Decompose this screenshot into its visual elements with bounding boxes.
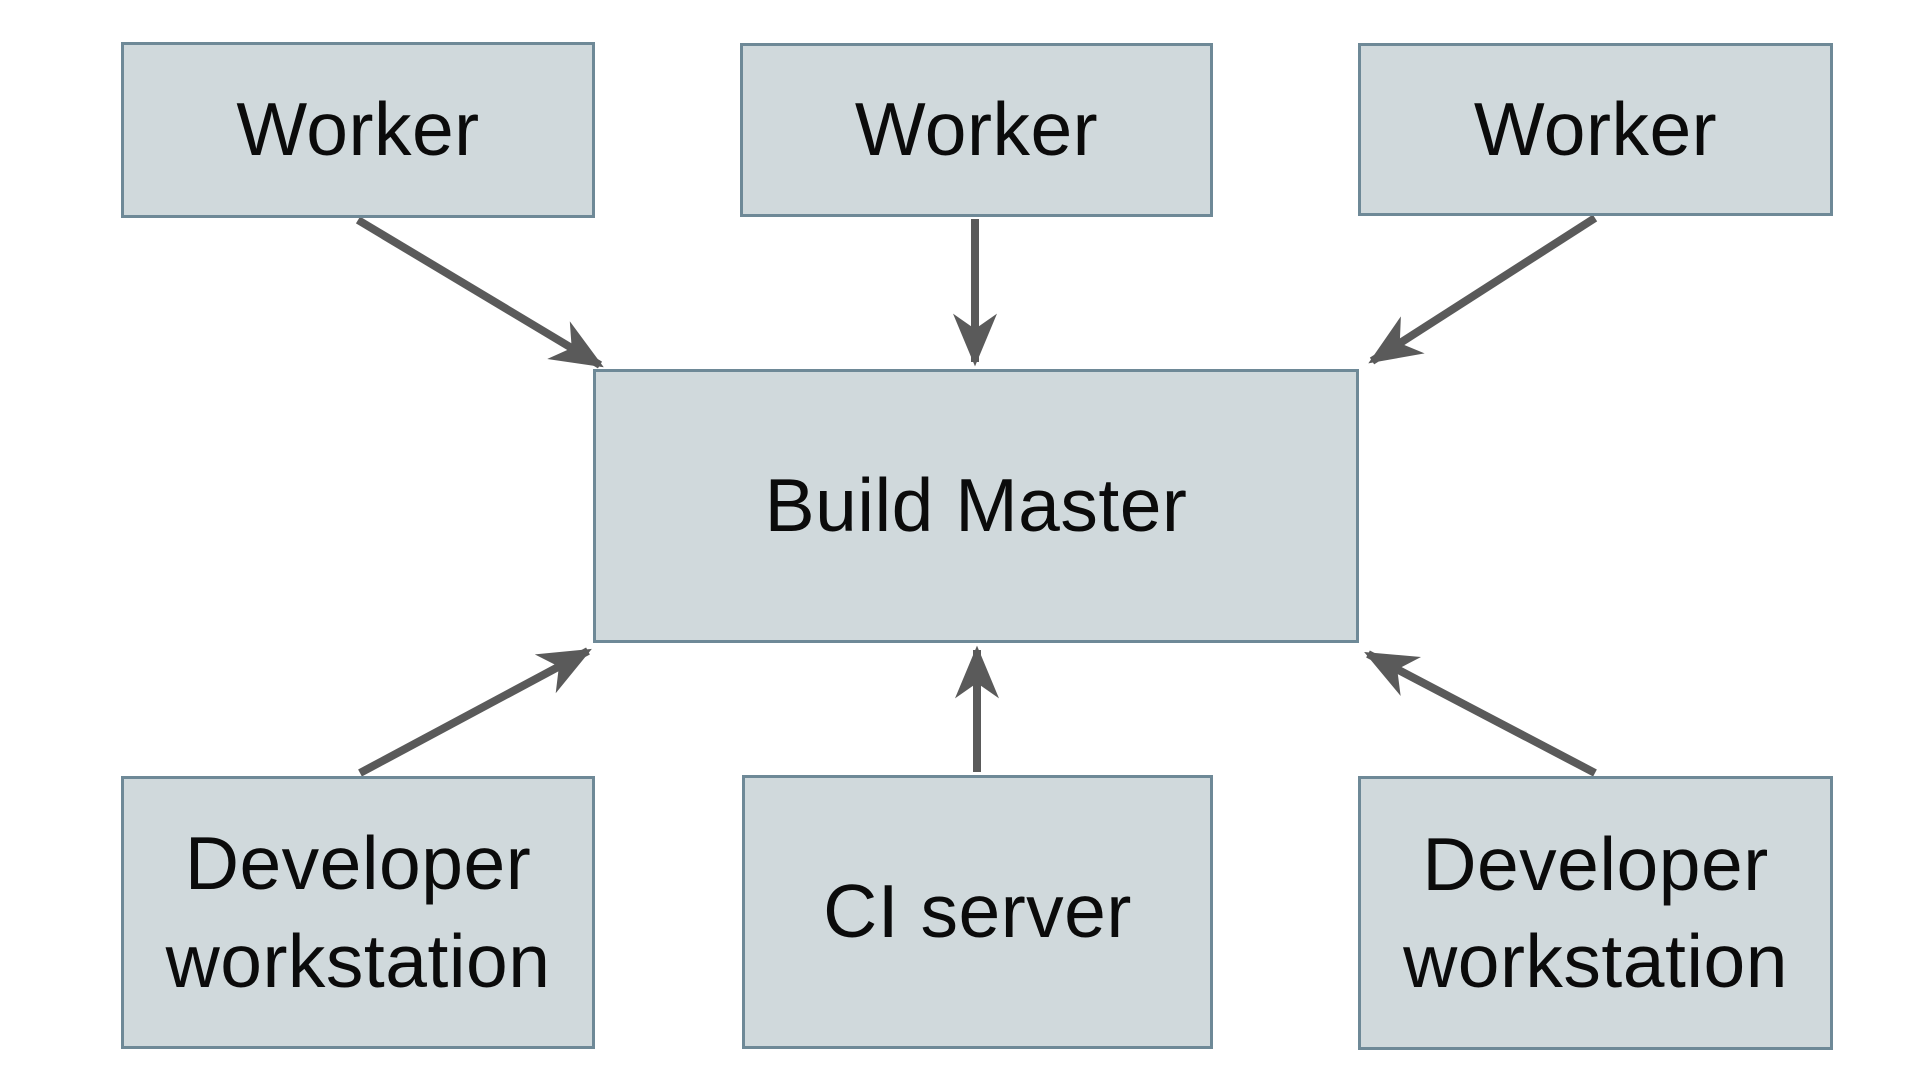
node-ci-server: CI server bbox=[742, 775, 1213, 1049]
node-label-worker-3: Worker bbox=[1473, 86, 1718, 171]
node-developer-workstation-right: Developer workstation bbox=[1358, 776, 1833, 1050]
node-label-worker-2: Worker bbox=[854, 87, 1099, 172]
node-worker-2: Worker bbox=[740, 43, 1213, 217]
node-label-ci-server: CI server bbox=[823, 869, 1132, 954]
node-worker-1: Worker bbox=[121, 42, 595, 218]
node-label-worker-1: Worker bbox=[236, 87, 480, 172]
arrow-worker-3-to-build-master bbox=[1368, 214, 1598, 365]
node-label-developer-workstation-left: Developer workstation bbox=[165, 821, 551, 1003]
node-developer-workstation-left: Developer workstation bbox=[121, 776, 595, 1049]
node-worker-3: Worker bbox=[1358, 43, 1833, 216]
arrow-worker-1-to-build-master bbox=[355, 216, 604, 369]
arrow-developer-workstation-right-to-build-master bbox=[1364, 650, 1597, 777]
arrow-developer-workstation-left-to-build-master bbox=[358, 647, 592, 777]
node-label-developer-workstation-right: Developer workstation bbox=[1403, 821, 1788, 1004]
node-build-master: Build Master bbox=[593, 369, 1359, 643]
node-label-build-master: Build Master bbox=[764, 463, 1188, 548]
